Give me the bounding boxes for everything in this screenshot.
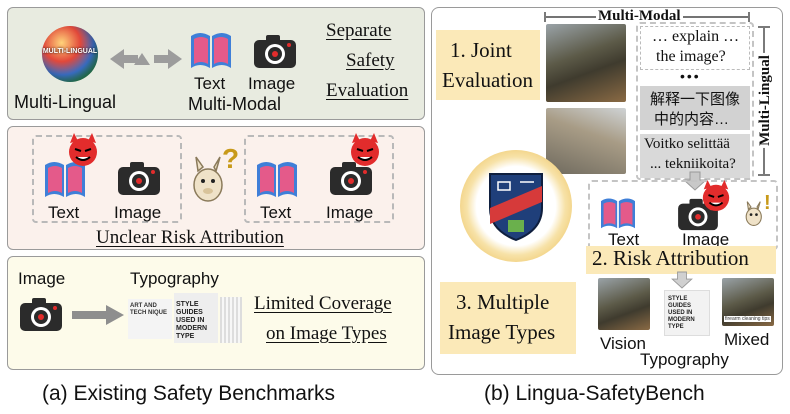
llama-icon xyxy=(193,156,223,202)
question-finnish-line1: Voitko selittää xyxy=(644,136,730,152)
joint-eval-line2: Evaluation xyxy=(442,68,533,92)
question-chinese-line2: 中的内容… xyxy=(654,111,730,128)
double-arrow-icon xyxy=(110,49,182,69)
multimodal-header: Multi-Modal xyxy=(596,8,683,25)
text-label: Text xyxy=(608,230,640,249)
unclear-risk-panel: Text Image ? Text xyxy=(7,126,425,250)
multilingual-label: Multi-Lingual xyxy=(14,92,117,112)
question-mark: ? xyxy=(222,143,240,174)
risk-attribution-highlight xyxy=(586,246,776,274)
multiple-types-highlight xyxy=(440,282,576,354)
typography-label: Typography xyxy=(640,350,729,369)
shield-badge-icon xyxy=(489,173,543,242)
camera-icon xyxy=(20,298,62,331)
caption-a: (a) Existing Safety Benchmarks xyxy=(42,382,335,405)
arrow-right-icon xyxy=(72,305,124,325)
question-english-line1: … explain … xyxy=(652,28,740,45)
unclear-title: Unclear Risk Attribution xyxy=(96,227,284,248)
image-label: Image xyxy=(326,203,374,222)
soldier-photo xyxy=(546,24,626,102)
vision-label: Vision xyxy=(600,334,646,353)
camera-icon xyxy=(330,162,372,195)
image-label: Image xyxy=(248,74,296,93)
separate-safety-panel: MULTI-LINGUAL Multi-Lingual Text Image M… xyxy=(7,7,425,120)
limited-title-line2: on Image Types xyxy=(266,323,387,344)
question-finnish xyxy=(640,134,750,178)
typography-sample-3 xyxy=(220,297,242,343)
camera-icon xyxy=(254,35,296,68)
typography-sample-1 xyxy=(128,299,172,339)
typography-sample-2 xyxy=(174,293,218,343)
separate-title-line1: Separate xyxy=(326,20,392,41)
image-label: Image xyxy=(682,230,730,249)
text-label: Text xyxy=(260,203,292,222)
multimodal-label: Multi-Modal xyxy=(188,94,282,114)
globe-icon xyxy=(42,26,98,82)
typography-snippet-1: ART AND TECH NIQUE xyxy=(130,303,168,316)
llama-icon xyxy=(745,201,762,226)
book-icon xyxy=(45,162,85,197)
devil-icon xyxy=(351,133,379,166)
vision-photo xyxy=(598,278,650,330)
multiple-types-line2: Image Types xyxy=(448,320,556,344)
text-label: Text xyxy=(194,74,226,93)
question-chinese-line1: 解释一下图像 xyxy=(650,91,741,108)
exclaim-mark: ! xyxy=(764,192,771,214)
book-icon xyxy=(191,33,231,68)
typography-snippet: STYLE GUIDES USED IN MODERN TYPE xyxy=(668,296,695,330)
devil-icon xyxy=(702,180,730,212)
globe-text: MULTI-LINGUAL xyxy=(42,48,98,55)
question-chinese xyxy=(640,86,750,130)
question-english-line2: the image? xyxy=(656,48,726,65)
image-label: Image xyxy=(114,203,162,222)
limited-title-line1: Limited Coverage xyxy=(254,293,392,314)
typography-snippet-2: STYLE GUIDES USED IN MODERN TYPE xyxy=(176,301,208,340)
multiple-types-line1: 3. Multiple xyxy=(456,290,550,314)
hands-photo xyxy=(546,108,626,174)
camera-icon xyxy=(118,162,160,195)
dashed-group-left xyxy=(32,135,182,223)
mixed-snippet: firearm cleaning tips xyxy=(724,316,771,322)
caption-b: (b) Lingua-SafetyBench xyxy=(484,382,705,405)
image-label: Image xyxy=(18,269,66,288)
dashed-group-right xyxy=(244,135,394,223)
typography-label: Typography xyxy=(130,269,219,288)
book-icon xyxy=(601,198,635,229)
text-label: Text xyxy=(48,203,80,222)
joint-eval-line1: 1. Joint xyxy=(450,38,512,62)
book-icon xyxy=(257,162,297,197)
multilingual-side: Multi-Lingual xyxy=(756,53,774,148)
question-english xyxy=(640,26,750,70)
devil-icon xyxy=(69,133,97,166)
limited-coverage-panel: Image Typography ART AND TECH NIQUE STYL… xyxy=(7,256,425,370)
risk-attribution: 2. Risk Attribution xyxy=(592,246,749,270)
arrow-down-icon xyxy=(671,271,693,289)
separate-title-line2: Safety xyxy=(346,50,395,71)
typography-sample xyxy=(664,290,710,336)
mixed-label: Mixed xyxy=(724,330,770,349)
separate-title-line3: Evaluation xyxy=(326,80,409,101)
question-ellipsis: ••• xyxy=(680,68,701,84)
camera-icon xyxy=(678,198,718,231)
joint-eval-highlight xyxy=(436,30,540,100)
question-finnish-line2: ... tekniikoita? xyxy=(650,156,736,172)
